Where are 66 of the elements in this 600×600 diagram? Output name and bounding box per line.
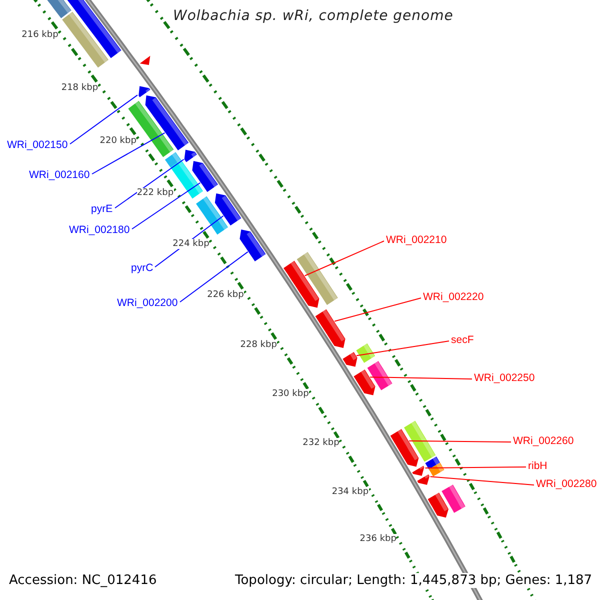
cog-feature bbox=[425, 456, 440, 470]
gene-label: WRi_002250 bbox=[474, 371, 535, 385]
cog-feature bbox=[404, 420, 436, 462]
gene-feature bbox=[138, 86, 150, 98]
gene-label: WRi_002210 bbox=[386, 233, 447, 247]
leader-line bbox=[132, 182, 201, 230]
gene-feature bbox=[140, 56, 150, 65]
tick-label: 228 kbp bbox=[240, 340, 277, 350]
leader-line bbox=[304, 240, 384, 276]
leader-line bbox=[92, 132, 166, 174]
gene-label: ribH bbox=[528, 459, 548, 473]
leader-line bbox=[430, 476, 534, 486]
gene-feature bbox=[315, 309, 346, 348]
accession-text: Accession: NC_012416 bbox=[9, 573, 157, 588]
cog-feature bbox=[428, 462, 444, 476]
gene-feature bbox=[412, 466, 424, 476]
gene-feature bbox=[184, 150, 197, 162]
gene-feature bbox=[145, 95, 189, 150]
tick-label: 216 kbp bbox=[22, 30, 58, 40]
gene-feature bbox=[390, 429, 419, 467]
gene-feature bbox=[284, 260, 320, 308]
cog-feature bbox=[296, 252, 338, 305]
gene-feature bbox=[354, 370, 376, 396]
map-title: Wolbachia sp. wRi, complete genome bbox=[173, 8, 454, 24]
cog-feature bbox=[46, 0, 72, 18]
gene-label: WRi_002220 bbox=[423, 290, 484, 304]
gene-label: WRi_002180 bbox=[69, 223, 130, 237]
cog-feature bbox=[356, 343, 376, 363]
tick-label: 220 kbp bbox=[100, 136, 136, 146]
gene-feature bbox=[240, 230, 266, 262]
gene-label: WRi_002280 bbox=[536, 477, 597, 491]
cog-feature bbox=[62, 12, 108, 68]
tick-label: 230 kbp bbox=[272, 389, 309, 400]
tick-label: 232 kbp bbox=[302, 438, 340, 448]
cog-feature bbox=[367, 361, 392, 390]
gene-feature bbox=[428, 492, 448, 518]
gene-label: WRi_002150 bbox=[7, 138, 68, 152]
tick-label: 234 kbp bbox=[332, 486, 369, 497]
leader-line bbox=[70, 94, 138, 144]
gene-feature bbox=[417, 474, 430, 485]
tick-label: 218 kbp bbox=[61, 83, 98, 94]
gene-feature bbox=[65, 0, 122, 58]
gene-feature bbox=[214, 193, 242, 226]
leader-line bbox=[114, 158, 184, 208]
tick-label: 236 kbp bbox=[360, 534, 396, 544]
gene-label: WRi_002260 bbox=[513, 434, 574, 448]
leader-line bbox=[424, 466, 526, 468]
tick-label: 222 kbp bbox=[136, 188, 174, 198]
tick-label: 226 kbp bbox=[207, 290, 244, 300]
gene-label: secF bbox=[451, 333, 474, 347]
gene-label: WRi_002160 bbox=[29, 168, 90, 182]
gene-feature bbox=[342, 352, 358, 367]
gene-label: WRi_002200 bbox=[117, 296, 178, 310]
leader-line bbox=[370, 376, 472, 380]
tick-label: 224 kbp bbox=[172, 239, 210, 250]
cog-feature bbox=[164, 152, 182, 168]
cog-feature bbox=[442, 484, 466, 513]
genome-summary: Topology: circular; Length: 1,445,873 bp; Genes: 1,187 bbox=[235, 573, 592, 588]
leader-line bbox=[356, 340, 450, 356]
gene-feature bbox=[192, 161, 218, 192]
leader-line bbox=[408, 440, 512, 442]
cog-feature bbox=[196, 196, 228, 235]
leader-line bbox=[180, 251, 248, 302]
leader-line bbox=[334, 298, 422, 322]
gene-label: pyrC bbox=[131, 261, 154, 275]
gene-label: pyrE bbox=[91, 202, 113, 216]
